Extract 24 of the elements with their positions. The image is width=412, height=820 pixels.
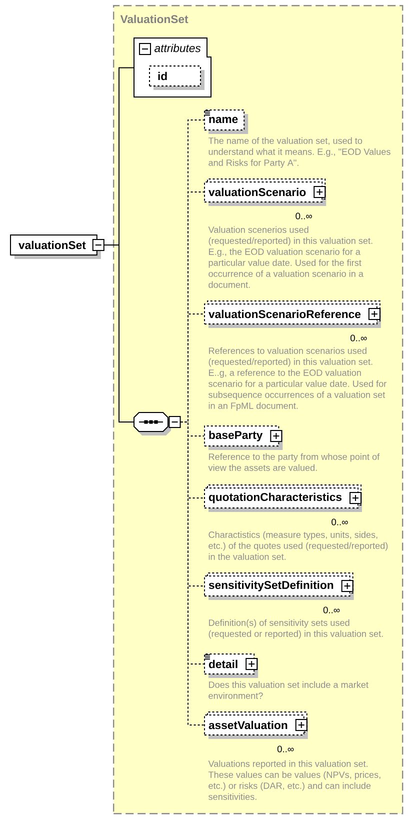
- element-box: baseParty: [204, 426, 283, 450]
- description-text: Valuations reported in this valuation set. These values can be values (NPVs, prices, etc.) or risks (DAR, etc.) and can include sensitivities.: [208, 760, 380, 800]
- element-box: quotationCharacteristics: [204, 484, 362, 512]
- element-box: valuationSet: [10, 234, 101, 259]
- description-text: Reference to the party from whose point of view the assets are valued.: [208, 453, 380, 471]
- attribute-box: id: [149, 66, 204, 90]
- description-text: Does this valuation set include a market environment?: [208, 681, 368, 699]
- description-text: Valuation scenerios used (requested/reported) in this valuation set. E.g., the EOD valuation scenario for a particular value date. Used for the first occurrence of a valuation scenario in a document.: [208, 226, 372, 288]
- connector-line: [103, 244, 134, 422]
- element-box: valuationScenario: [204, 178, 326, 206]
- element-box: assetValuation: [204, 712, 308, 739]
- description-text: The name of the valuation set, used to understand what it means. E.g., "EOD Values and Risks for Party A".: [208, 137, 390, 168]
- connector-line: [180, 422, 204, 726]
- element-box: valuationScenarioReference: [204, 300, 381, 328]
- multiplicity-label: 0..∞: [296, 212, 312, 220]
- description-text: Definition(s) of sensitivity sets used (requested or reported) in this valuation set.: [208, 619, 383, 639]
- element-box: name: [204, 110, 248, 134]
- description-text: Charactistics (measure types, units, sides, etc.) of the quotes used (requested/reported) in the valuation set.: [208, 531, 388, 560]
- multiplicity-label: 0..∞: [323, 606, 340, 614]
- element-box: sensitivitySetDefinition: [204, 572, 354, 600]
- multiplicity-label: 0..∞: [332, 518, 348, 526]
- description-text: References to valuation scenarios used (requested/reported) in this valuation set. E..g, a reference to the EOD valuation scenario for a particular value date. Used for subsequence occurrences of a valuation set in an FpML document.: [208, 347, 386, 411]
- multiplicity-label: 0..∞: [350, 334, 367, 342]
- multiplicity-label: 0..∞: [277, 746, 294, 752]
